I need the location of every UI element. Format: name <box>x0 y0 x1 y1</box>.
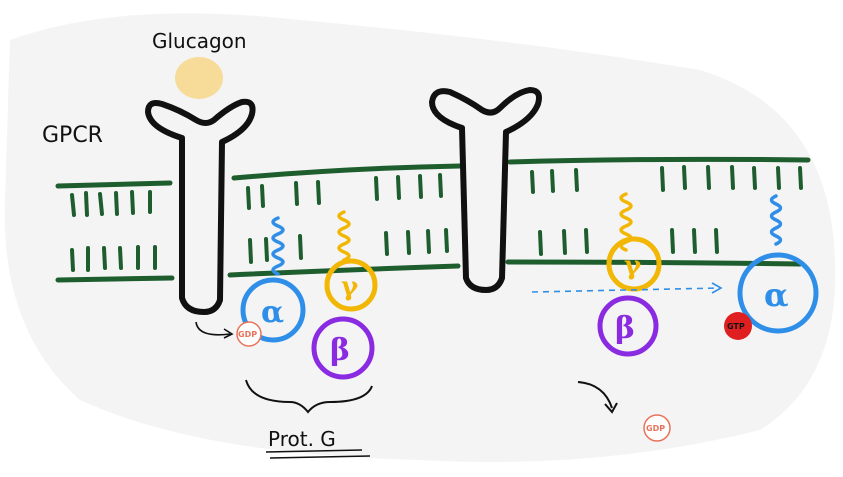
protein-g-label: Prot. G <box>268 427 336 451</box>
background-shape <box>4 13 836 462</box>
alpha-subunit-left <box>240 277 306 343</box>
gpcr-receptor-empty <box>429 87 542 293</box>
gtp-molecule <box>724 312 752 340</box>
membrane-top-line-right <box>507 156 811 165</box>
protein-g-bracket <box>245 379 373 414</box>
alpha-subunit-right <box>737 252 819 334</box>
membrane-lipid-tails <box>70 165 803 272</box>
alpha-anchor-left <box>271 216 285 276</box>
gdp-release-arrow <box>577 381 613 409</box>
alpha-label-left: α <box>261 295 284 330</box>
alpha-migration-arrowhead <box>711 282 723 294</box>
gdp-released-molecule <box>643 414 671 442</box>
gamma-label-right: γ <box>624 251 642 281</box>
gamma-label-left: γ <box>341 272 359 302</box>
beta-label-right: β <box>615 311 635 346</box>
membrane-bottom-line-left <box>55 275 175 283</box>
gtp-label: GTP <box>727 322 745 331</box>
gdp-bound-label: GDP <box>238 330 257 339</box>
membrane-top-line-middle <box>231 163 463 181</box>
glucagon-label: Glucagon <box>152 29 247 53</box>
beta-label-left: β <box>330 333 350 368</box>
gpcr-receptor-active <box>145 98 256 315</box>
protein-g-underline-1 <box>265 449 363 453</box>
alpha-anchor-right <box>769 194 783 246</box>
receptor-label: GPCR <box>42 123 103 148</box>
glucagon-ligand <box>175 57 223 99</box>
beta-subunit-right <box>597 295 659 357</box>
gamma-anchor-left <box>337 210 351 262</box>
membrane-top-line-left <box>55 180 173 189</box>
protein-g-underline-2 <box>269 455 371 459</box>
gdp-release-arrowhead <box>604 402 618 414</box>
gamma-subunit-left <box>324 258 378 312</box>
gdp-binding-arrow <box>195 321 231 336</box>
gdp-binding-arrowhead <box>223 328 234 339</box>
cell-membrane <box>55 156 811 283</box>
gdp-bound-molecule <box>236 321 262 347</box>
beta-subunit-left <box>311 316 375 380</box>
gdp-released-label: GDP <box>646 424 665 433</box>
gamma-subunit-right <box>606 236 662 292</box>
alpha-migration-arrow <box>531 287 721 293</box>
membrane-bottom-line-middle <box>227 263 461 278</box>
alpha-label-right: α <box>764 276 789 314</box>
membrane-bottom-line-right <box>505 259 803 267</box>
